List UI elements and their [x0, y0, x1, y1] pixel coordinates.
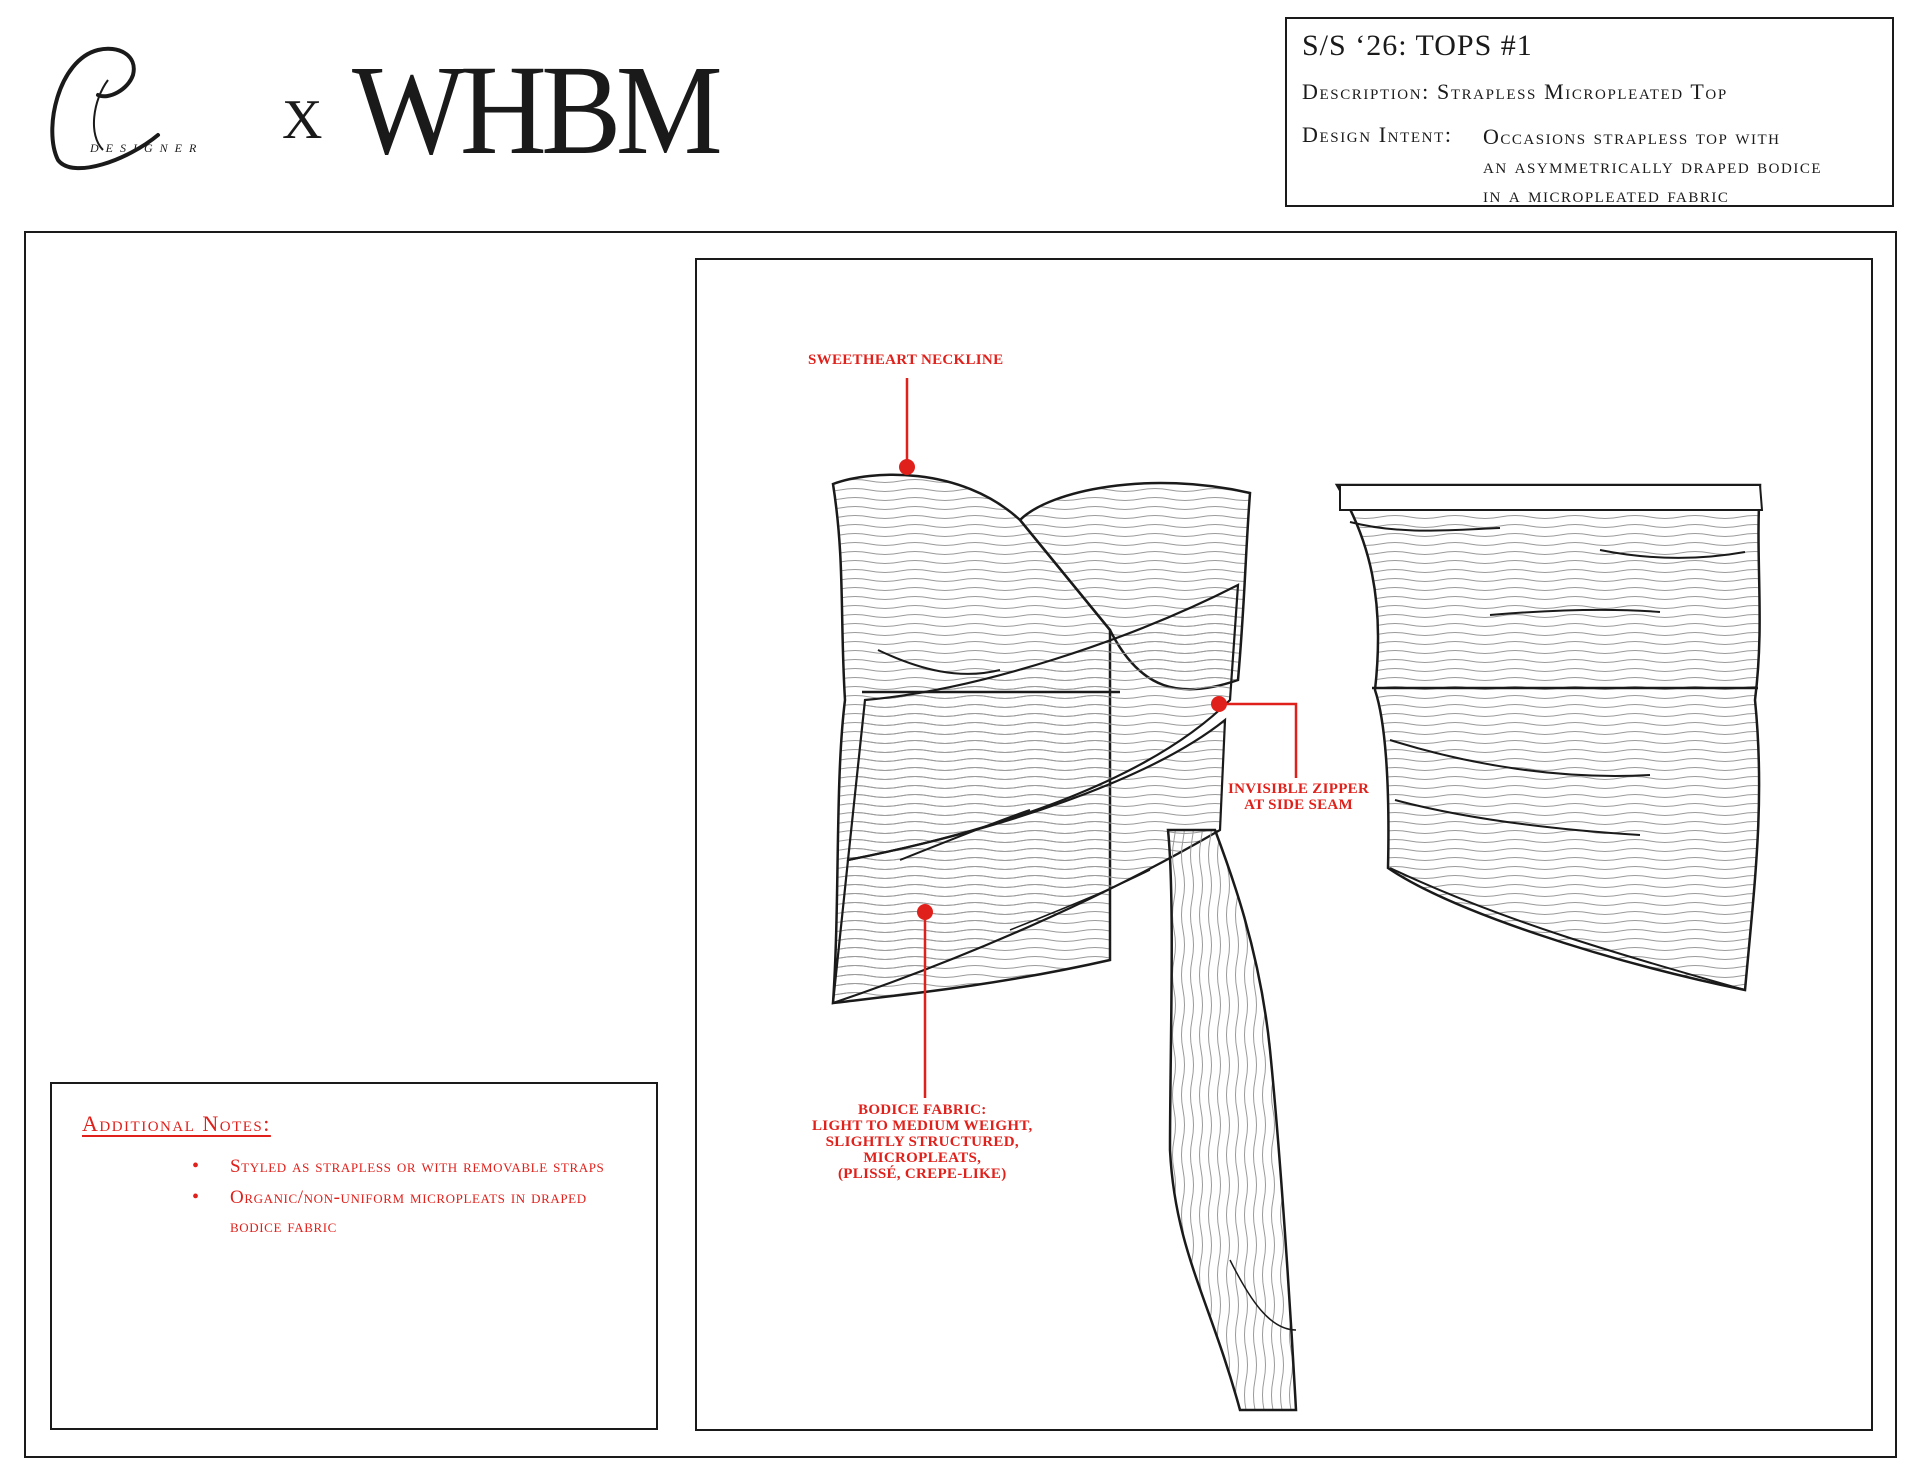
spec-design-intent-line: Occasions strapless top with	[1483, 124, 1781, 149]
bullet-icon: •	[192, 1186, 200, 1208]
spec-description-value: Strapless Micropleated Top	[1436, 79, 1728, 104]
notes-list: •Styled as strapless or with removable s…	[192, 1152, 612, 1243]
spec-design-intent: Occasions strapless top with an asymmetr…	[1483, 122, 1822, 209]
designer-wordmark: DESIGNER	[89, 141, 203, 155]
partner-brand-logo: WHBM	[352, 39, 723, 181]
spec-box: S/S ‘26: TOPS #1 Description: Strapless …	[1285, 17, 1894, 207]
additional-notes-box: Additional Notes: •Styled as strapless o…	[50, 1082, 658, 1430]
list-item: •Styled as strapless or with removable s…	[192, 1152, 612, 1181]
spec-description: Description: Strapless Micropleated Top	[1302, 79, 1728, 105]
zipper-leader-line	[1219, 702, 1298, 778]
front-view	[831, 473, 1298, 1412]
sketch-frame	[695, 258, 1873, 1431]
spec-design-intent-line: in a micropleated fabric	[1483, 182, 1730, 207]
designer-logo: DESIGNER	[38, 40, 243, 180]
zipper-marker-icon	[1211, 696, 1227, 712]
neckline-marker-icon	[899, 459, 915, 475]
spec-title: S/S ‘26: TOPS #1	[1302, 29, 1533, 62]
list-item: •Organic/non-uniform micropleats in drap…	[192, 1183, 612, 1241]
main-frame	[24, 231, 1897, 1458]
callout-bodice-fabric: BODICE FABRIC: LIGHT TO MEDIUM WEIGHT, S…	[812, 1102, 1033, 1182]
bodice-marker-icon	[917, 904, 933, 920]
callout-invisible-zipper: INVISIBLE ZIPPER AT SIDE SEAM	[1228, 781, 1370, 813]
back-view	[1334, 483, 1764, 992]
designer-script-c-icon: DESIGNER	[50, 46, 203, 171]
bullet-icon: •	[192, 1155, 200, 1177]
spec-design-intent-label: Design Intent:	[1302, 122, 1453, 147]
spec-design-intent-line: an asymmetrically draped bodice	[1483, 153, 1823, 178]
brand-separator: X	[282, 89, 323, 151]
spec-description-label: Description:	[1302, 79, 1430, 104]
notes-title: Additional Notes:	[82, 1111, 271, 1136]
callout-leaders	[899, 378, 1298, 1098]
callout-sweetheart-neckline: SWEETHEART NECKLINE	[808, 352, 1004, 368]
